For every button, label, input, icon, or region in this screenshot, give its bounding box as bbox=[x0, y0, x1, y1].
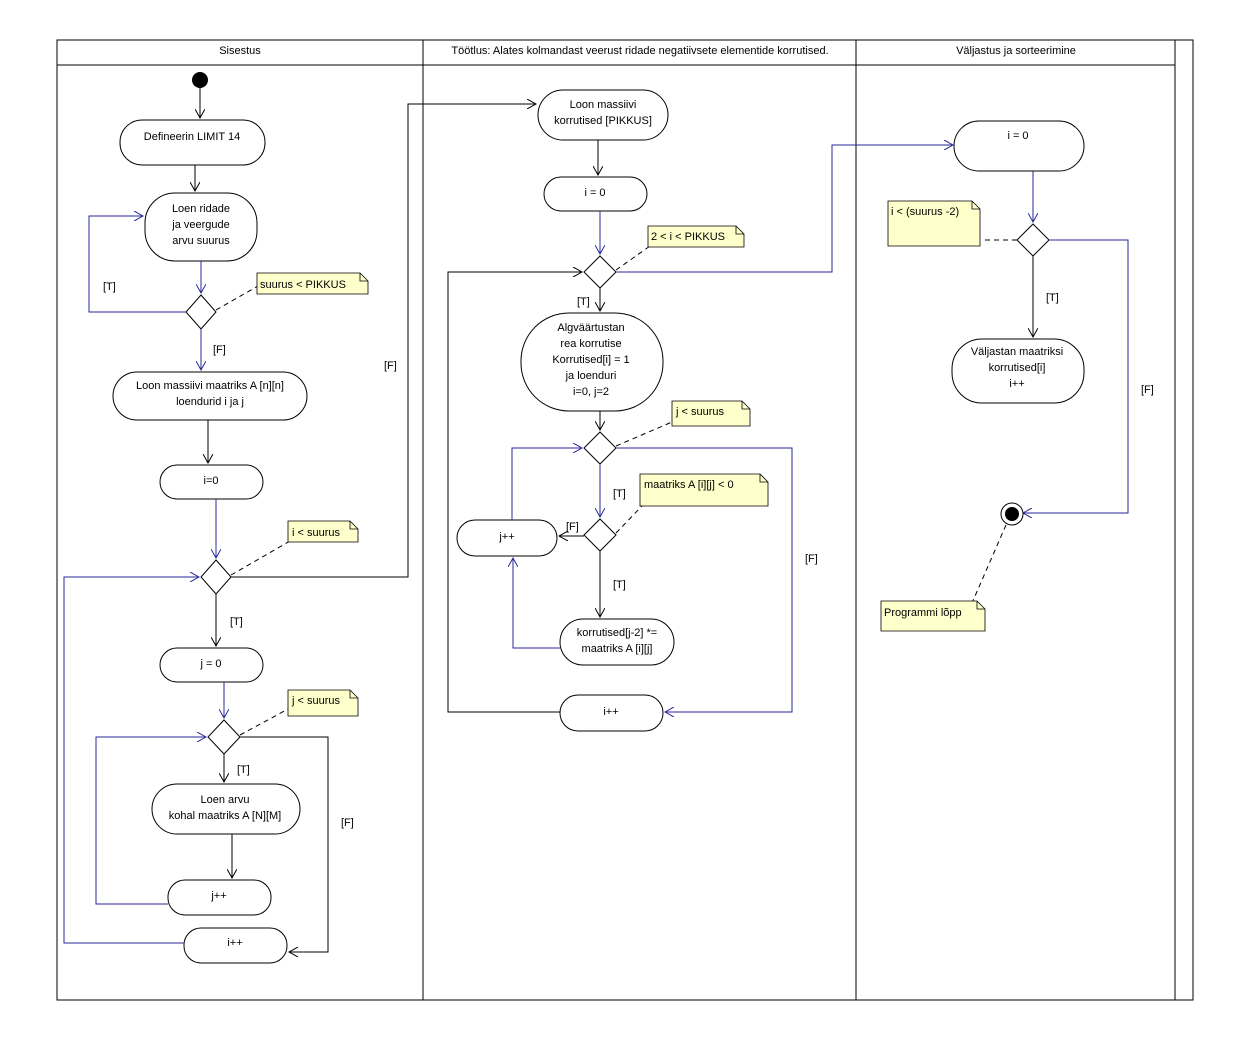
activity-multiply-line1: korrutised[j-2] *= bbox=[577, 627, 657, 639]
activity-inc-j-label: j++ bbox=[210, 890, 226, 902]
start-node bbox=[192, 72, 208, 88]
lane-header-output: Väljastus ja sorteerimine bbox=[956, 45, 1076, 57]
guard-negative-false: [F] bbox=[566, 521, 579, 533]
guard-negative-true: [T] bbox=[613, 579, 626, 591]
decision-i bbox=[200, 559, 232, 595]
guard-out-i-true: [T] bbox=[1046, 292, 1059, 304]
decision-out-i bbox=[1016, 223, 1050, 257]
activity-multiply-line2: maatriks A [i][j] bbox=[582, 643, 653, 655]
activity-read-size-line2: ja veergude bbox=[171, 219, 230, 231]
activity-print-line1: Väljastan maatriksi bbox=[971, 346, 1063, 358]
guard-size-false: [F] bbox=[213, 344, 226, 356]
activity-define-limit bbox=[119, 119, 266, 166]
activity-create-matrix-line1: Loon massiivi maatriks A [n][n] bbox=[136, 380, 284, 392]
activity-multiply bbox=[559, 618, 675, 666]
activity-print-line2: korrutised[i] bbox=[989, 362, 1046, 374]
activity-inc-i bbox=[183, 927, 288, 964]
note-i bbox=[287, 520, 359, 543]
activity-create-products-line2: korrutised [PIKKUS] bbox=[554, 115, 652, 127]
activity-proc-inc-i bbox=[559, 694, 664, 732]
guard-proc-i-true: [T] bbox=[577, 296, 590, 308]
activity-define-limit-label: Defineerin LIMIT 14 bbox=[144, 131, 240, 143]
note-j-label: j < suurus bbox=[291, 695, 340, 707]
end-node bbox=[1000, 502, 1024, 526]
activity-read-size-line3: arvu suurus bbox=[172, 235, 230, 247]
activity-init-j-label: j = 0 bbox=[199, 658, 221, 670]
activity-init-j bbox=[159, 647, 264, 683]
guard-i-false: [F] bbox=[384, 360, 397, 372]
activity-create-matrix bbox=[112, 371, 308, 421]
guard-proc-j-true: [T] bbox=[613, 488, 626, 500]
activity-read-value-line2: kohal maatriks A [N][M] bbox=[169, 810, 281, 822]
activity-proc-inc-i-label: i++ bbox=[603, 706, 618, 718]
decision-size bbox=[185, 294, 217, 330]
activity-create-matrix-line2: loendurid i ja j bbox=[176, 396, 244, 408]
activity-proc-inc-j bbox=[456, 519, 558, 557]
activity-inc-j bbox=[167, 879, 272, 916]
note-negative bbox=[639, 473, 769, 507]
activity-inc-i-label: i++ bbox=[227, 937, 242, 949]
activity-read-size-line1: Loen ridade bbox=[172, 203, 230, 215]
activity-create-products-line1: Loon massiivi bbox=[570, 99, 637, 111]
activity-init-row-line1: Algväärtustan bbox=[557, 322, 624, 334]
activity-read-value-line1: Loen arvu bbox=[201, 794, 250, 806]
note-proc-j-label: j < suurus bbox=[675, 406, 724, 418]
activity-init-i-label: i=0 bbox=[204, 475, 219, 487]
note-end-label: Programmi lõpp bbox=[884, 607, 962, 619]
note-negative-label: maatriks A [i][j] < 0 bbox=[644, 479, 734, 491]
guard-proc-j-false: [F] bbox=[805, 553, 818, 565]
activity-out-init-i-label: i = 0 bbox=[1007, 130, 1028, 142]
activity-init-row-line2: rea korrutise bbox=[560, 338, 621, 350]
guard-j-false: [F] bbox=[341, 817, 354, 829]
activity-read-value bbox=[151, 783, 301, 835]
note-proc-i bbox=[647, 225, 745, 248]
decision-proc-i bbox=[583, 255, 617, 289]
lane-header-input: Sisestus bbox=[219, 45, 261, 57]
activity-print-line3: i++ bbox=[1009, 378, 1024, 390]
activity-proc-inc-j-label: j++ bbox=[498, 531, 514, 543]
lane-header-processing: Töötlus: Alates kolmandast veerust ridad… bbox=[451, 45, 828, 57]
note-out-i bbox=[887, 200, 981, 247]
note-size bbox=[256, 272, 369, 295]
guard-out-i-false: [F] bbox=[1141, 384, 1154, 396]
activity-init-row bbox=[520, 312, 664, 412]
activity-init-row-line5: i=0, j=2 bbox=[573, 386, 609, 398]
guard-i-true: [T] bbox=[230, 616, 243, 628]
note-size-label: suurus < PIKKUS bbox=[260, 279, 346, 291]
note-proc-i-label: 2 < i < PIKKUS bbox=[651, 231, 725, 243]
decision-proc-j bbox=[583, 431, 617, 465]
activity-proc-init-i-label: i = 0 bbox=[584, 187, 605, 199]
activity-init-row-line4: ja loenduri bbox=[565, 370, 617, 382]
decision-j bbox=[207, 719, 241, 755]
activity-out-init-i bbox=[953, 120, 1085, 172]
guard-size-true: [T] bbox=[103, 281, 116, 293]
swimlane-frame bbox=[56, 39, 1194, 1001]
activity-init-row-line3: Korrutised[i] = 1 bbox=[552, 354, 629, 366]
guard-j-true: [T] bbox=[237, 764, 250, 776]
activity-print bbox=[951, 338, 1085, 404]
note-out-i-label: i < (suurus -2) bbox=[891, 206, 959, 218]
decision-negative bbox=[583, 518, 617, 552]
note-j bbox=[287, 689, 359, 717]
note-i-label: i < suurus bbox=[292, 527, 340, 539]
activity-init-i bbox=[159, 464, 264, 500]
note-end bbox=[880, 600, 986, 632]
note-proc-j bbox=[671, 400, 751, 427]
activity-proc-init-i bbox=[543, 176, 648, 212]
activity-create-products bbox=[537, 89, 669, 141]
